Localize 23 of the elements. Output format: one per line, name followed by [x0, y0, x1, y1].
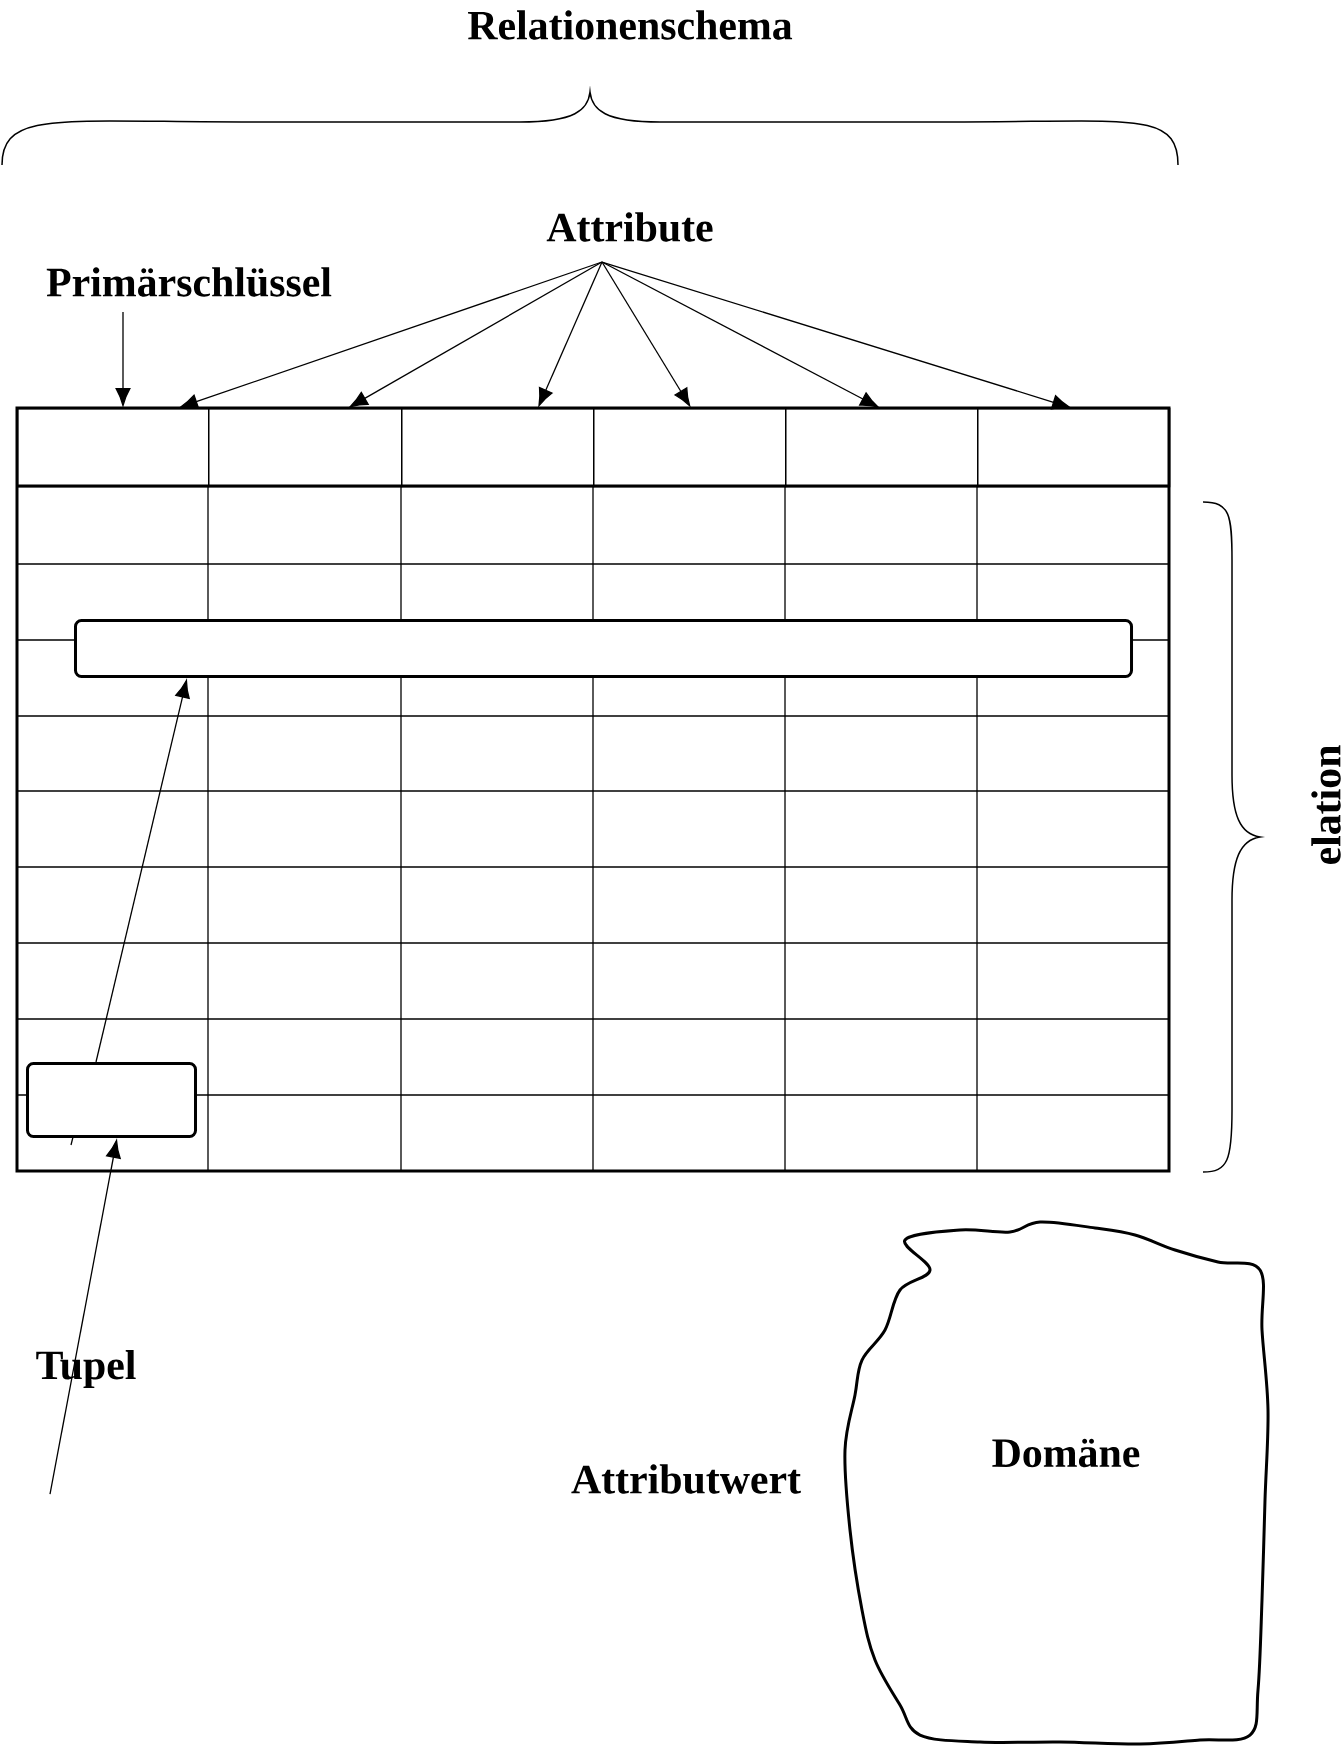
arrow: [601, 261, 879, 408]
arrow: [115, 311, 131, 407]
arrow: [349, 261, 603, 408]
domain-label: Domäne: [843, 1220, 1270, 1746]
relation-label: elation: [1311, 745, 1341, 864]
header-cell: [17, 408, 210, 488]
schema-label: Relationenschema: [468, 10, 793, 40]
arrow: [601, 261, 691, 407]
arrow: [95, 679, 190, 1063]
arrow: [179, 261, 603, 409]
tuple-highlight: [74, 619, 1133, 678]
header-cell: [977, 408, 1171, 488]
key-label: Primärschlüssel: [46, 267, 332, 297]
header-cell: [593, 408, 787, 488]
header-cell: [208, 408, 403, 488]
value-highlight: [26, 1062, 197, 1138]
arrow: [601, 261, 1071, 410]
header-cell: [785, 408, 979, 488]
arrow: [49, 1139, 121, 1495]
value-label: Attributwert: [571, 1464, 801, 1494]
header-cell: [401, 408, 595, 488]
attribute-label: Attribute: [546, 212, 713, 242]
arrow: [538, 261, 603, 407]
